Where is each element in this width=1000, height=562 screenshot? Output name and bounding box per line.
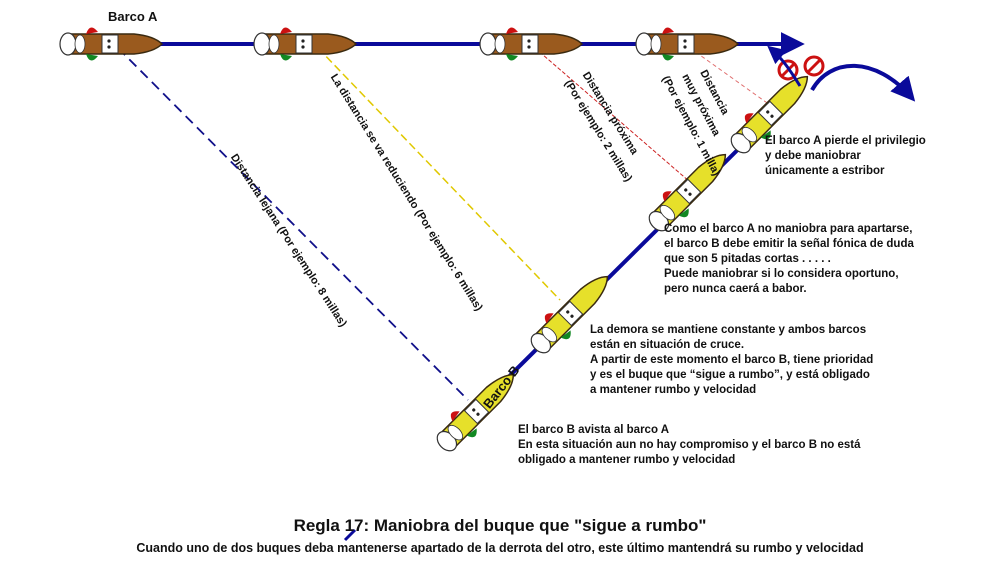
boat-a-position-3: [479, 27, 584, 61]
page-subtitle: Cuando uno de dos buques deba mantenerse…: [136, 541, 864, 555]
note-sound-signal: Como el barco A no maniobra para apartar…: [664, 223, 914, 295]
bearing-line-far: [117, 47, 469, 401]
course-line-boat-b-lead: [343, 528, 357, 542]
bearing-line-very-near: [689, 47, 771, 106]
boat-b-position-1: [436, 373, 515, 452]
bearing-line-near: [534, 47, 691, 183]
bearing-line-reducing: [317, 47, 561, 301]
boat-b-position-4: [730, 75, 809, 154]
boat-a-position-1: [59, 27, 164, 61]
boat-b-position-3: [648, 153, 727, 232]
note-constant-bearing: La demora se mantiene constante y ambos …: [590, 324, 874, 396]
boat-a-position-2: [253, 27, 358, 61]
page-title: Regla 17: Maniobra del buque que "sigue …: [293, 516, 707, 535]
starboard-turn-arrow: [810, 63, 916, 102]
boat-a-position-4: [635, 27, 740, 61]
no-turn-sign-2: [803, 55, 825, 77]
boat-b-position-2: [530, 275, 609, 354]
boat-a-label: Barco A: [108, 9, 158, 24]
port-turn-arrow: [767, 45, 802, 87]
